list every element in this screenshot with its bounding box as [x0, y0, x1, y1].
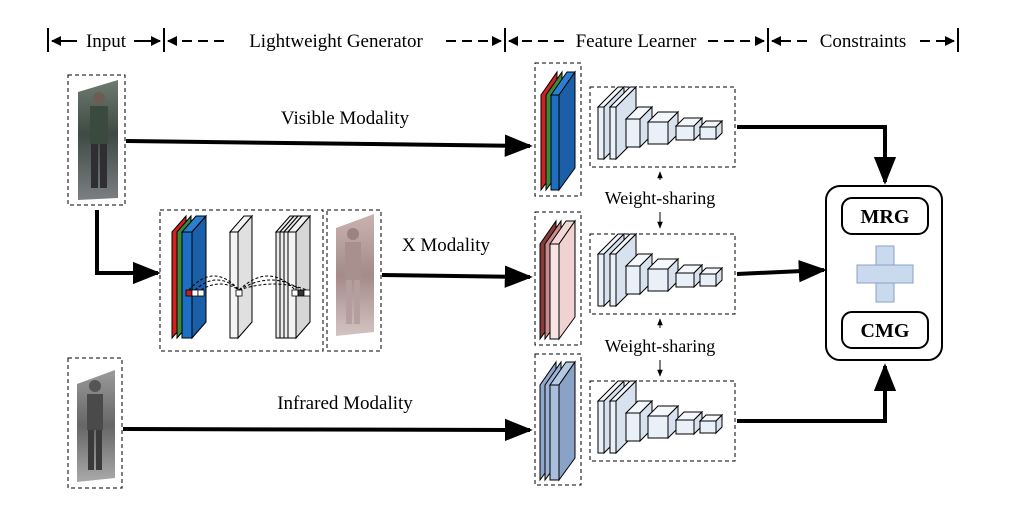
mrg-label: MRG [861, 206, 910, 228]
conv-layer-block [674, 116, 704, 142]
stage-label-input: Input [86, 31, 127, 52]
conv-layer-block [698, 413, 724, 435]
feature-learner-network-visible [589, 85, 736, 168]
weight-sharing-label: Weight-sharing [605, 336, 716, 356]
person-photo-icon [336, 214, 374, 336]
mrg-box [841, 197, 929, 235]
conv-layer-block [674, 410, 704, 436]
input-frame [67, 357, 123, 489]
conv-layer-block [698, 266, 724, 288]
cmg-label: CMG [861, 320, 910, 342]
flow-arrows [95, 125, 897, 442]
lightweight-generator [159, 209, 324, 352]
network-frame [589, 380, 736, 462]
stage-label-generator: Lightweight Generator [249, 31, 423, 52]
person-photo-icon [78, 80, 118, 200]
plus-icon [856, 245, 914, 303]
generator-connections [188, 275, 308, 291]
stage-label-constraints: Constraints [820, 31, 907, 52]
conv-layer-block [624, 252, 654, 296]
weight-sharing-top: Weight-sharing [605, 171, 716, 229]
weight-sharing-bottom: Weight-sharing [605, 318, 716, 377]
conv-layer-block [674, 263, 704, 289]
stack-frame [534, 62, 582, 197]
visible-modality-label: Visible Modality [281, 108, 410, 129]
x-feature-stack [534, 211, 582, 346]
conv-layer-block [646, 257, 680, 293]
infrared-input [67, 357, 123, 489]
cmg-box [841, 311, 929, 349]
x-modality-label: X Modality [402, 235, 491, 256]
constraints-box: MRG CMG [825, 185, 943, 361]
x-modality-arrow [381, 265, 533, 288]
network-frame [589, 86, 736, 168]
stage-label-feature-learner: Feature Learner [576, 31, 697, 52]
generator-frame [159, 209, 324, 352]
infrared-modality-label: Infrared Modality [277, 393, 413, 414]
generator-output-layer [274, 214, 312, 340]
infrared-to-constraints-arrow [737, 363, 897, 423]
input-to-generator-arrow [95, 210, 161, 285]
network-frame [589, 233, 736, 315]
feature-learner-network-infrared [589, 379, 736, 462]
visible-feature-stack [534, 62, 582, 197]
stack-frame [534, 353, 582, 486]
stack-frame [534, 211, 582, 346]
weight-sharing-label: Weight-sharing [605, 188, 716, 208]
conv-layer-block [646, 404, 680, 440]
visible-input [67, 74, 126, 206]
x-to-constraints-arrow [736, 259, 827, 283]
feature-learner-network-x [589, 232, 736, 315]
visible-modality-arrow [125, 134, 533, 157]
visible-to-constraints-arrow [737, 125, 897, 185]
x-modality-image [326, 209, 382, 352]
generator-hidden-layer [228, 214, 254, 340]
conv-layer-block [646, 110, 680, 146]
infrared-modality-arrow [122, 418, 533, 442]
stage-header: Input Lightweight Generator Feature Lear… [47, 28, 959, 52]
rgb-input-channels [171, 214, 208, 340]
input-frame [67, 74, 126, 206]
infrared-feature-stack [534, 353, 582, 486]
conv-layer-block [698, 119, 724, 141]
person-photo-icon [77, 370, 115, 482]
